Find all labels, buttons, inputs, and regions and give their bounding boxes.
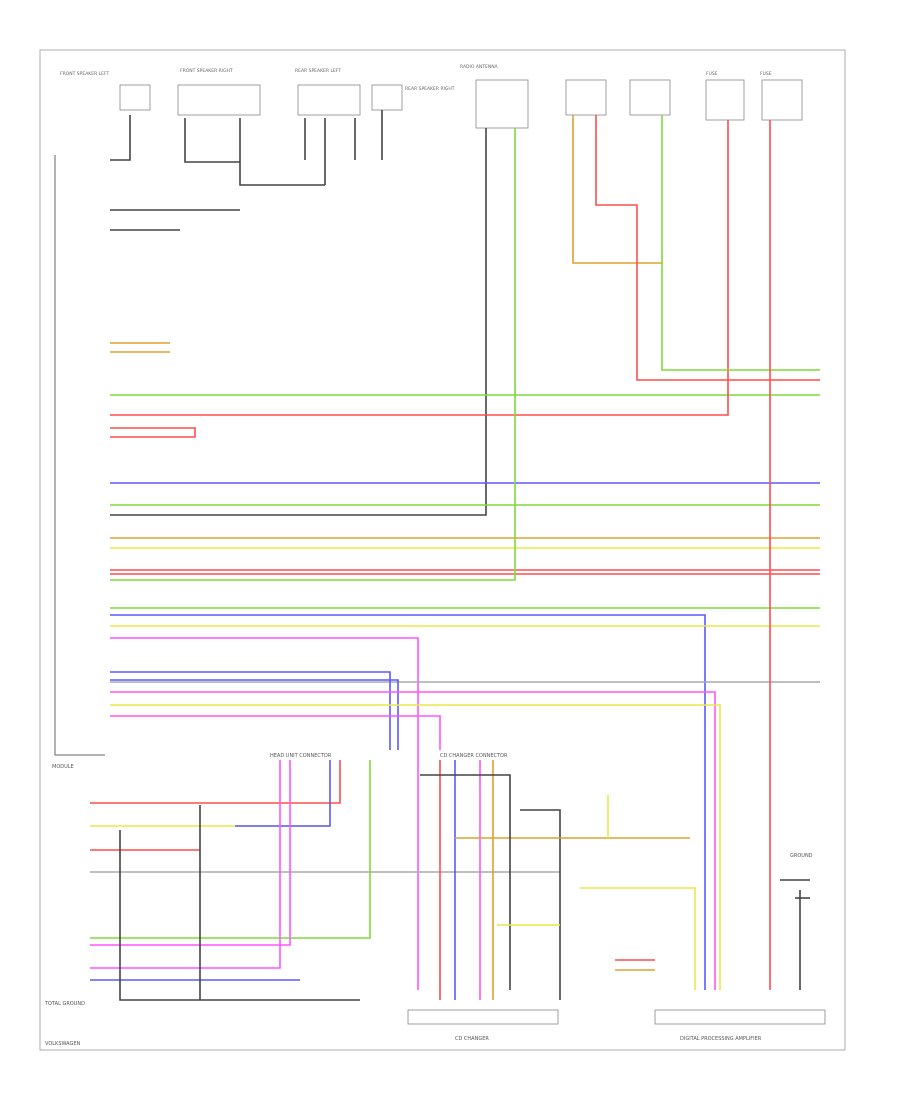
component-label: FUSE — [760, 71, 772, 77]
component-label: RADIO ANTENNA — [460, 64, 499, 70]
black-wires — [110, 110, 487, 516]
component-label: FRONT SPEAKER RIGHT — [180, 68, 233, 74]
radio-amp-label: DIGITAL PROCESSING AMPLIFIER — [680, 1036, 762, 1042]
component-label: REAR SPEAKER LEFT — [295, 68, 341, 74]
component-label: REAR SPEAKER RIGHT — [405, 86, 455, 92]
diagram-frame — [39, 49, 846, 1051]
module-label: MODULE — [52, 764, 74, 770]
left-bus — [54, 155, 105, 756]
right-vertical-wires — [572, 115, 820, 990]
bottom-left-wires — [90, 760, 560, 1001]
bottom-connectors — [407, 1009, 826, 1025]
colored-wires — [110, 120, 820, 990]
ground-label: GROUND — [790, 853, 813, 859]
top-components — [119, 79, 803, 129]
cd-changer-connector-label: CD CHANGER CONNECTOR — [440, 753, 508, 759]
cd-changer-wires — [420, 760, 810, 1000]
bottom-left-label: VOLKSWAGEN — [45, 1041, 81, 1047]
component-label: FRONT SPEAKER LEFT — [60, 71, 110, 77]
component-label: FUSE — [706, 71, 718, 77]
left-ground-label: TOTAL GROUND — [44, 1001, 85, 1007]
labels: MODULE VOLKSWAGEN TOTAL GROUND GROUND HE… — [44, 64, 813, 1047]
cd-changer-label: CD CHANGER — [455, 1036, 489, 1042]
head-unit-connector-label: HEAD UNIT CONNECTOR — [270, 753, 332, 759]
